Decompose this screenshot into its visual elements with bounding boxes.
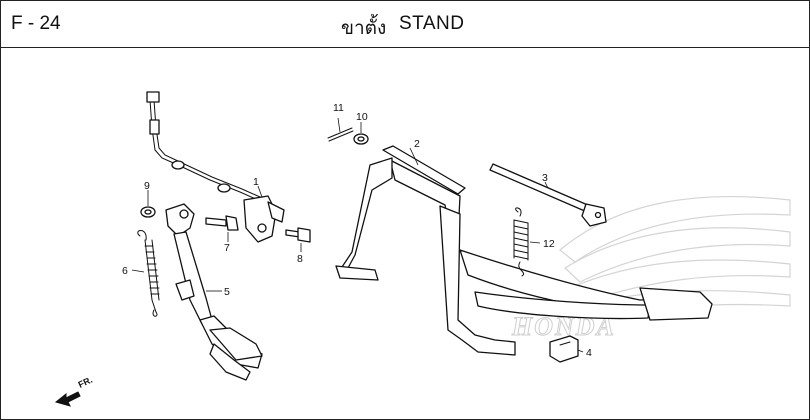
callout-5: 5 [224,286,230,298]
part-3-shaft [489,163,607,227]
title-thai: ขาตั้ง [341,18,387,39]
callout-4: 4 [586,347,592,359]
title-english: STAND [399,13,465,34]
part-2-main-stand [335,145,713,356]
callout-11: 11 [333,102,344,114]
part-11-pin [327,117,354,142]
part-4-stopper [549,335,584,363]
callout-3: 3 [542,172,548,184]
callout-2: 2 [414,138,420,150]
header-bar: F - 24 ขาตั้ง STAND [1,1,809,48]
callout-10: 10 [356,111,368,123]
part-7-bolt [205,215,239,242]
front-direction-marker: FR. [54,375,94,407]
part-6-spring [131,230,160,317]
callout-7: 7 [224,242,230,254]
part-10-washer [353,122,369,145]
part-5-side-stand [165,203,263,381]
part-8-bolt [285,227,311,252]
part-1-side-stand-switch [146,91,285,243]
page-code: F - 24 [11,13,61,34]
callout-9: 9 [144,180,150,192]
part-12-spring [513,207,541,277]
part-9-washer [140,190,156,218]
callout-1: 1 [253,176,259,188]
callout-12: 12 [543,238,555,250]
callout-6: 6 [122,265,128,277]
callout-8: 8 [297,253,303,265]
fr-label: FR. [77,375,94,390]
callout-labels: 1 2 3 4 5 6 7 8 9 10 11 12 [122,102,592,359]
